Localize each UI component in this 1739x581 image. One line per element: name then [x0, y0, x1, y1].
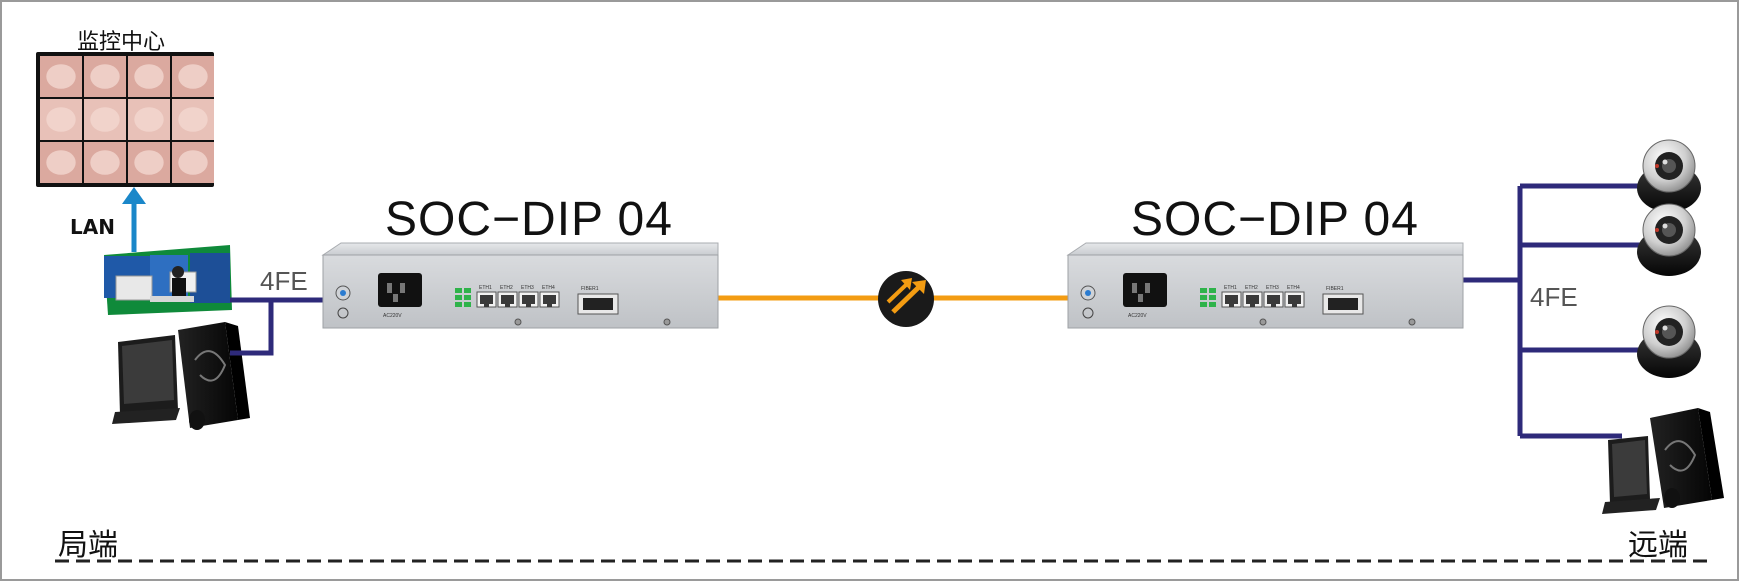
- computer-icon-right: [1602, 408, 1724, 514]
- port-label-1-1: ETH2: [1245, 285, 1258, 291]
- port-label-0-3: ETH4: [542, 285, 555, 291]
- video-wall-monitor: [36, 52, 214, 187]
- port-label-0-2: ETH3: [521, 285, 534, 291]
- device-title-local: SOC−DIP 04: [385, 193, 673, 246]
- monitor-center-label: 监控中心: [77, 30, 166, 55]
- dome-camera-icon: [1637, 305, 1701, 378]
- ethernet-bus-right: [1460, 183, 1640, 439]
- optical-transceiver-local: AC220V ETH1 ETH2 ETH3 ETH4 FIBER1: [321, 242, 719, 329]
- port-label-1-3: ETH4: [1287, 285, 1300, 291]
- optical-transceiver-remote: AC220V ETH1 ETH2 ETH3 ETH4 FIBER1: [1066, 242, 1464, 329]
- lan-arrow-icon: [122, 187, 146, 252]
- port-label-1-0: ETH1: [1224, 285, 1237, 291]
- left-4fe-label: 4FE: [260, 266, 308, 296]
- dome-camera-icon: [1637, 139, 1701, 212]
- computer-icon-left: [112, 322, 250, 430]
- fiber-label-1: FIBER1: [1326, 286, 1344, 292]
- device-title-remote: SOC−DIP 04: [1131, 193, 1419, 246]
- right-4fe-label: 4FE: [1530, 282, 1578, 312]
- control-room-icon: [104, 245, 232, 315]
- fiber-link-icon: [878, 271, 934, 327]
- power-label-1: AC220V: [1128, 313, 1147, 319]
- fiber-label-0: FIBER1: [581, 286, 599, 292]
- power-label-0: AC220V: [383, 313, 402, 319]
- local-end-label: 局端: [58, 528, 118, 563]
- port-label-1-2: ETH3: [1266, 285, 1279, 291]
- camera-group: [1637, 139, 1701, 378]
- remote-end-label: 远端: [1628, 528, 1688, 563]
- dome-camera-icon: [1637, 203, 1701, 276]
- port-label-0-1: ETH2: [500, 285, 513, 291]
- port-label-0-0: ETH1: [479, 285, 492, 291]
- ethernet-lines-left: [230, 297, 325, 356]
- lan-label: LAN: [70, 215, 115, 239]
